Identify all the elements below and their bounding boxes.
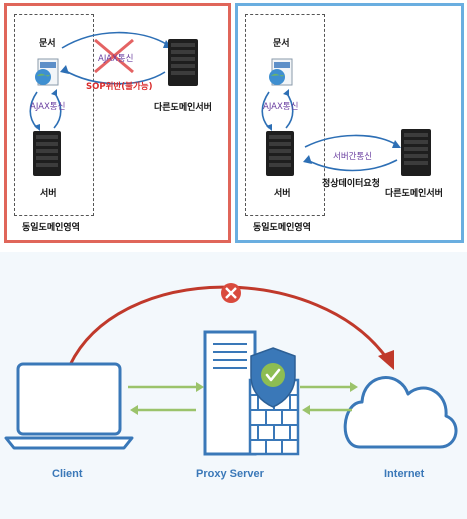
document-icon <box>32 58 62 88</box>
client-label: Client <box>52 468 83 480</box>
proxy-diagram-graphics <box>4 283 458 456</box>
proxy-server-label: Proxy Server <box>196 468 264 480</box>
client-proxy-arrows <box>128 382 204 415</box>
proxy-internet-arrows <box>300 382 358 415</box>
area-label: 동일도메인영역 <box>22 223 80 233</box>
laptop-icon <box>4 362 134 450</box>
document-label: 문서 <box>39 39 56 49</box>
server-label: 서버 <box>40 189 57 199</box>
ajax-label: AJAX통신 <box>30 102 66 112</box>
document-label-right: 문서 <box>273 39 290 49</box>
server-comm-label: 서버간통신 <box>333 152 373 162</box>
shield-check-icon <box>250 347 296 408</box>
same-domain-boundary <box>14 14 94 216</box>
left-panel-arrows <box>29 31 172 131</box>
right-panel-arrows <box>261 89 401 172</box>
server-label-right: 서버 <box>274 189 291 199</box>
other-domain-server-icon-right <box>398 128 434 178</box>
same-domain-boundary-right <box>245 14 325 216</box>
other-domain-server-icon <box>165 38 201 88</box>
server-icon <box>30 130 64 178</box>
other-server-label-right: 다른도메인서버 <box>385 189 443 199</box>
cloud-icon <box>343 376 458 449</box>
ajax-cross-label: AJAX통신 <box>98 54 134 64</box>
other-server-label: 다른도메인서버 <box>154 103 212 113</box>
sop-violation-label: SOP위반(불가능) <box>86 82 153 92</box>
area-label-right: 동일도메인영역 <box>253 223 311 233</box>
normal-request-label: 정상데이터요청 <box>322 179 380 189</box>
internet-label: Internet <box>384 468 425 480</box>
document-icon-right <box>266 58 296 88</box>
proxy-panel <box>235 3 464 243</box>
server-icon-right <box>263 130 297 178</box>
ajax-label-right: AJAX통신 <box>263 102 299 112</box>
proxy-server-icon <box>203 330 257 456</box>
